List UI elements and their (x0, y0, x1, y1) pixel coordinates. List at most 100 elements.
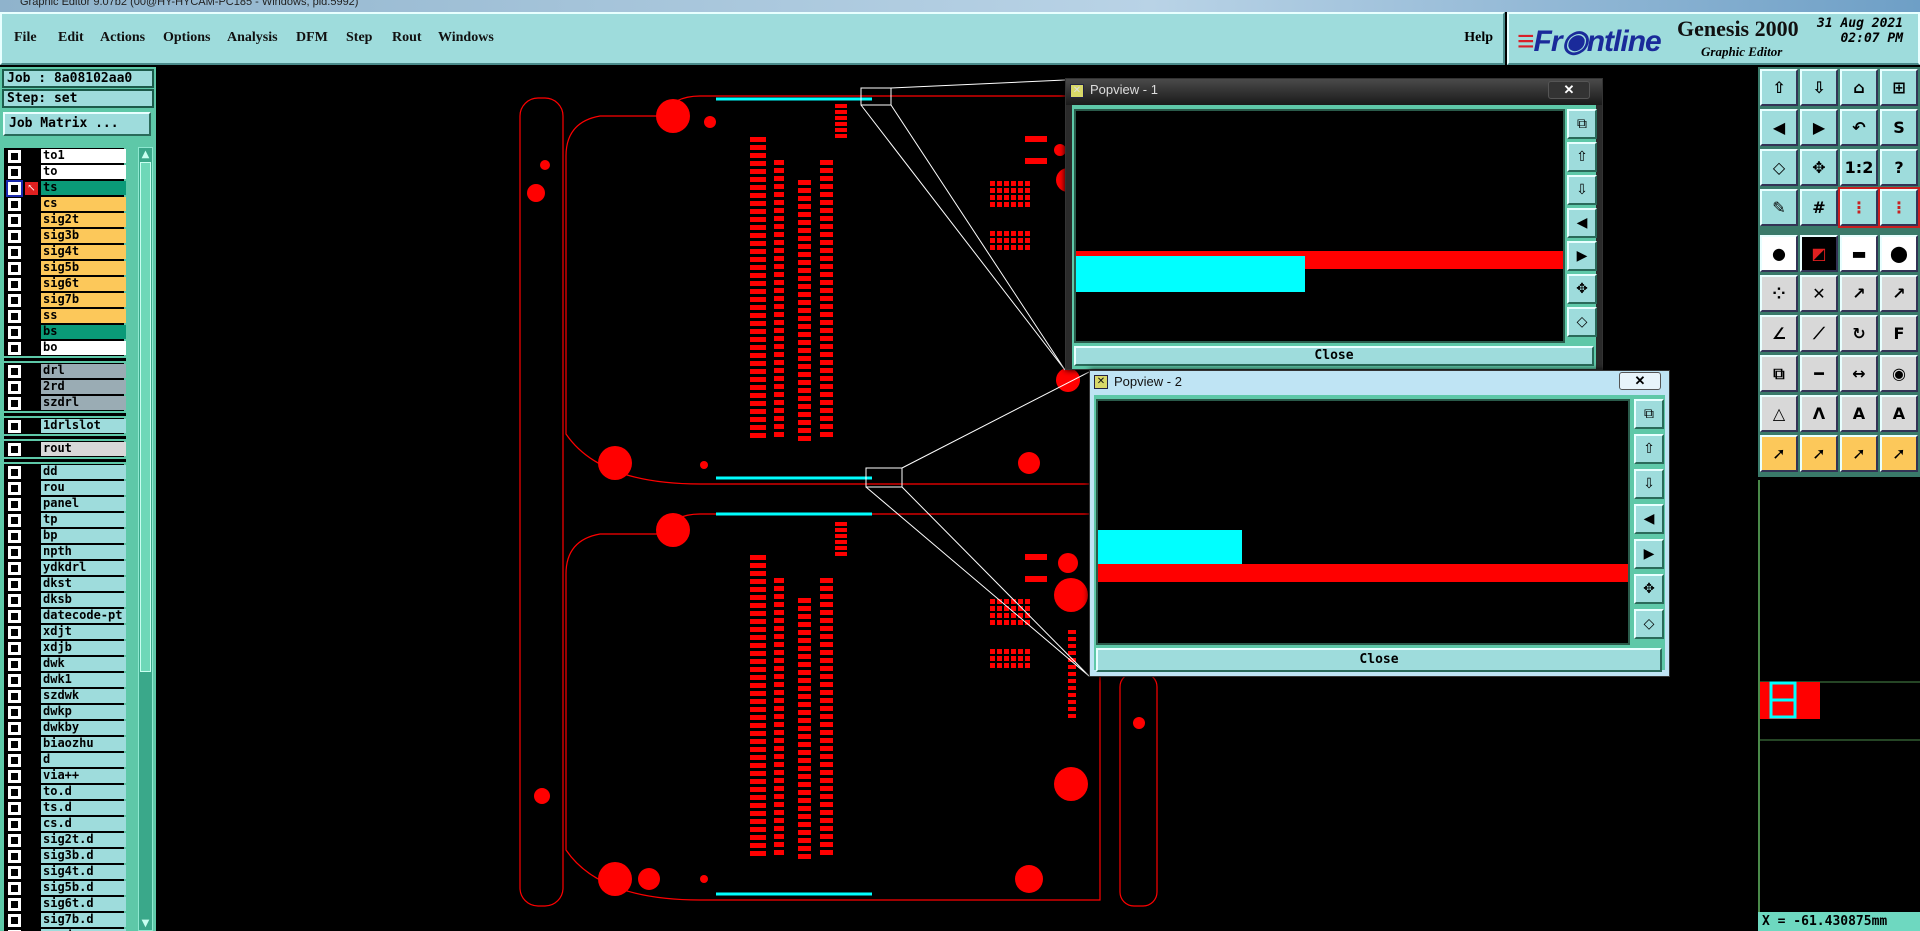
layer-checkbox[interactable] (7, 308, 22, 324)
popview-2-close-icon[interactable]: ✕ (1619, 372, 1661, 390)
layer-checkbox[interactable] (7, 260, 22, 276)
layer-checkbox[interactable] (7, 164, 22, 180)
layer-row[interactable]: npth (4, 544, 126, 560)
layer-name[interactable]: ss.d (41, 929, 126, 931)
job-matrix-button[interactable]: Job Matrix ... (3, 112, 151, 136)
fit-icon[interactable]: ◇ (1760, 149, 1798, 186)
layer-row[interactable]: via++ (4, 768, 126, 784)
layer-row[interactable]: ss.d (4, 928, 126, 931)
layer-name[interactable]: bs (41, 325, 126, 339)
layer-row[interactable]: to1 (4, 148, 126, 164)
layer-row[interactable]: bp (4, 528, 126, 544)
layer-name[interactable]: ts.d (41, 801, 126, 815)
arc4-icon[interactable]: A (1880, 395, 1918, 432)
layer-name[interactable]: sig3b.d (41, 849, 126, 863)
layer-row[interactable]: dwk1 (4, 672, 126, 688)
layer-row[interactable]: ss (4, 308, 126, 324)
layer-row[interactable]: szdwk (4, 688, 126, 704)
layer-checkbox[interactable] (7, 395, 22, 411)
pan-left-icon[interactable]: ◀ (1567, 208, 1597, 238)
menu-edit[interactable]: Edit (58, 30, 84, 45)
layer-checkbox[interactable] (7, 688, 22, 704)
layer-checkbox[interactable] (7, 292, 22, 308)
menu-rout[interactable]: Rout (392, 30, 422, 45)
layer-list-scrollbar[interactable]: ▲ ▼ (138, 147, 153, 931)
popview-2-close-button[interactable]: Close (1096, 648, 1662, 672)
layer-name[interactable]: dwkp (41, 705, 126, 719)
layer-row[interactable]: to (4, 164, 126, 180)
layer-checkbox[interactable] (7, 848, 22, 864)
menu-analysis[interactable]: Analysis (227, 30, 278, 45)
layer-name[interactable]: dwkby (41, 721, 126, 735)
layer-name[interactable]: to (41, 165, 126, 179)
zoom-out-icon[interactable]: ⇩ (1634, 469, 1664, 499)
layer-row[interactable]: ↖ts (4, 179, 126, 197)
layer-name[interactable]: 1drlslot (41, 419, 126, 433)
layer-row[interactable]: cs (4, 196, 126, 212)
grid-icon[interactable]: # (1800, 189, 1838, 226)
home-icon[interactable]: ⌂ (1840, 69, 1878, 106)
layer-name[interactable]: rout (41, 442, 126, 456)
layer-row[interactable]: rout (4, 441, 126, 457)
layer-checkbox[interactable] (7, 784, 22, 800)
popview-1-canvas[interactable] (1074, 109, 1565, 343)
layer-row[interactable]: sig3b.d (4, 848, 126, 864)
layer-name[interactable]: dwk1 (41, 673, 126, 687)
select-net-icon[interactable]: ➚ (1880, 435, 1918, 472)
copy-icon[interactable]: ↗ (1880, 275, 1918, 312)
layer-name[interactable]: npth (41, 545, 126, 559)
layer-name[interactable]: dkst (41, 577, 126, 591)
popview-1-close-icon[interactable]: ✕ (1548, 81, 1590, 99)
pan-right-icon[interactable]: ▶ (1634, 539, 1664, 569)
layer-checkbox[interactable] (7, 418, 22, 434)
layer-row[interactable]: drl (4, 363, 126, 379)
delete-icon[interactable]: ✕ (1800, 275, 1838, 312)
layer-row[interactable]: sig6t.d (4, 896, 126, 912)
merge-icon[interactable]: ◉ (1880, 355, 1918, 392)
layer-name[interactable]: sig6t (41, 277, 126, 291)
layer-row[interactable]: bs (4, 324, 126, 340)
layer-name[interactable]: sig5b (41, 261, 126, 275)
arc3-icon[interactable]: A (1840, 395, 1878, 432)
layer-name[interactable]: xdjt (41, 625, 126, 639)
layer-checkbox[interactable] (7, 148, 22, 164)
layer-row[interactable]: bo (4, 340, 126, 356)
layer-row[interactable]: 2rd (4, 379, 126, 395)
mirror-icon[interactable]: F (1880, 315, 1918, 352)
layer-row[interactable]: panel (4, 496, 126, 512)
layer-row[interactable]: datecode-pt (4, 608, 126, 624)
layer-row[interactable]: sig5b (4, 260, 126, 276)
layer-name[interactable]: cs.d (41, 817, 126, 831)
zoom-in-icon[interactable]: ⇧ (1760, 69, 1798, 106)
layer-checkbox[interactable] (7, 672, 22, 688)
select-box-icon[interactable]: ➚ (1800, 435, 1838, 472)
zoom-out-icon[interactable]: ⇩ (1567, 175, 1597, 205)
layer-checkbox[interactable] (7, 480, 22, 496)
pan-left-icon[interactable]: ◀ (1634, 504, 1664, 534)
graphic-canvas[interactable] (158, 67, 1755, 931)
layer-row[interactable]: rou (4, 480, 126, 496)
select-poly-icon[interactable]: ➚ (1840, 435, 1878, 472)
dimension-icon[interactable]: ↔ (1840, 355, 1878, 392)
layer-row[interactable]: sig4t.d (4, 864, 126, 880)
netlist-icon[interactable]: ⋮ (1838, 187, 1880, 228)
zoom-out-icon[interactable]: ⇩ (1800, 69, 1838, 106)
layer-name[interactable]: d (41, 753, 126, 767)
pan-right-icon[interactable]: ▶ (1567, 241, 1597, 271)
menu-actions[interactable]: Actions (100, 30, 146, 45)
layer-checkbox[interactable] (7, 512, 22, 528)
pad-outline-icon[interactable]: ⬤ (1880, 235, 1918, 272)
layer-name[interactable]: drl (41, 364, 126, 378)
layer-checkbox[interactable] (7, 656, 22, 672)
layer-row[interactable]: sig7b.d (4, 912, 126, 928)
grid-xy-icon[interactable]: ⊞ (1880, 69, 1918, 106)
layer-checkbox[interactable] (7, 928, 22, 931)
layer-checkbox[interactable] (7, 212, 22, 228)
layer-checkbox[interactable] (7, 324, 22, 340)
layer-row[interactable]: dwkby (4, 720, 126, 736)
layer-row[interactable]: sig2t.d (4, 832, 126, 848)
popview-1-close-button[interactable]: Close (1074, 346, 1594, 366)
layer-checkbox[interactable] (7, 560, 22, 576)
layer-row[interactable]: dd (4, 464, 126, 480)
zoom-in-icon[interactable]: ⇧ (1567, 142, 1597, 172)
